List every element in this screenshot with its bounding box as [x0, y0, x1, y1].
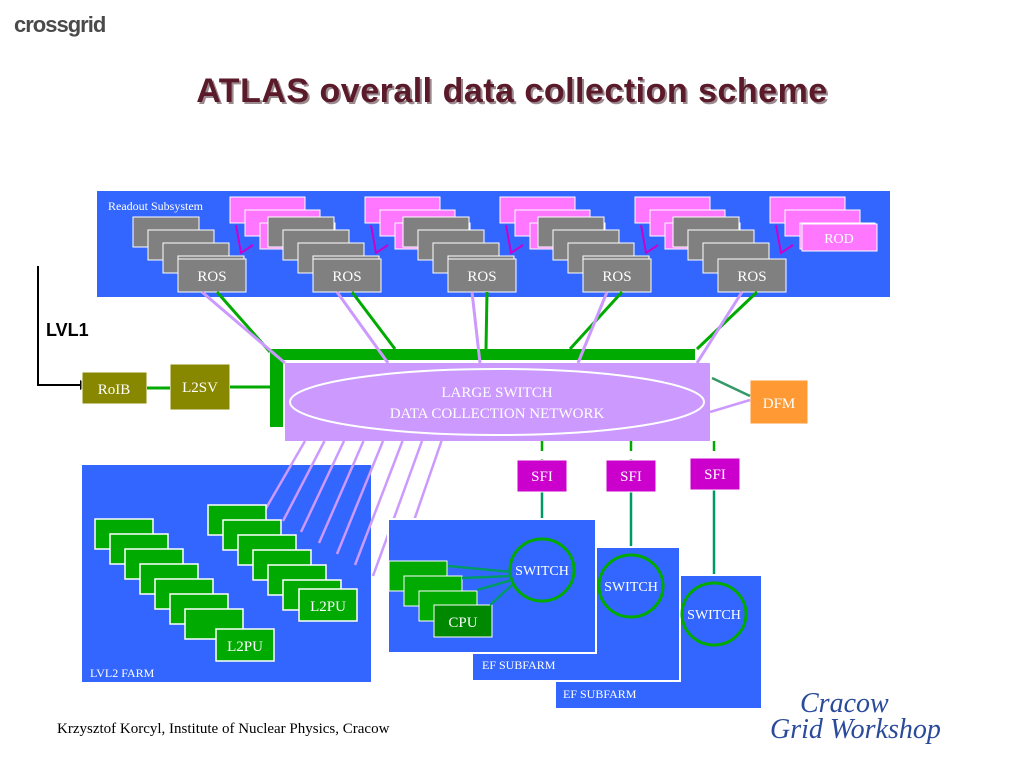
green-bus-top: [270, 349, 695, 360]
sfi-box: [605, 459, 657, 493]
ros-label: ROS: [467, 269, 496, 285]
lvl2-switch-link: [299, 440, 346, 533]
dfm-green-link: [711, 376, 751, 398]
ros-box: [447, 258, 517, 293]
ros-data-link: [350, 291, 397, 350]
l2pu-label: L2PU: [227, 639, 263, 655]
ros-label: ROS: [197, 269, 226, 285]
crossgrid-logo-text: crossgrid: [14, 12, 106, 37]
ef-subfarms: EF SUBFARM EF SUBFARM SWITCH SWITCH SWITCH CP…: [387, 518, 763, 710]
lvl2-nodes: L2PU L2PU: [94, 504, 358, 662]
lvl2-farm-label: LVL2 FARM: [90, 666, 155, 680]
l2sv-box: [169, 363, 231, 411]
cpu-label: CPU: [448, 615, 477, 631]
roib-label: RoIB: [98, 382, 131, 398]
ros-request-link: [576, 291, 609, 364]
ef-subfarm-label: EF SUBFARM: [563, 687, 637, 701]
cpu-switch-link: [447, 564, 513, 574]
data-collection-network-label: DATA COLLECTION NETWORK: [390, 406, 605, 422]
ef-switch-ring: [680, 581, 748, 647]
rod-box: [801, 223, 878, 252]
sfi-box: [689, 457, 741, 491]
rod-arrow: [775, 224, 794, 255]
ef-subfarm-label: EF SUBFARM: [482, 658, 556, 672]
cpu-switch-link: [489, 584, 513, 606]
dfm-label: DFM: [763, 396, 796, 412]
cracow-grid-workshop-logo: Cracow Grid Workshop: [770, 688, 1010, 748]
sfi-box: [516, 459, 568, 493]
cpu-box: [433, 604, 493, 638]
dfm-purple-link: [709, 398, 751, 414]
rod-arrow: [370, 224, 389, 255]
l2pu-box: [298, 588, 358, 622]
ros-request-link: [201, 290, 286, 365]
ef-switch-label: SWITCH: [687, 608, 741, 623]
lvl2-switch-link: [371, 440, 424, 577]
lvl2-switch-link: [281, 440, 326, 522]
sfi-group: SFI SFI SFI: [516, 441, 741, 583]
ros-data-link: [695, 290, 759, 351]
lvl2-switch-link: [353, 440, 404, 566]
cpu-switch-link: [476, 578, 513, 592]
large-switch-label: LARGE SWITCH: [441, 385, 552, 401]
large-switch-ellipse: [289, 368, 705, 436]
roib-box: [81, 371, 148, 405]
workshop-line-1: Cracow: [800, 688, 889, 719]
ros-box: [312, 258, 382, 293]
lvl2-switch-link: [335, 440, 385, 555]
workshop-line-2: Grid Workshop: [770, 714, 941, 745]
ros-request-link: [335, 291, 390, 364]
l2sv-label: L2SV: [182, 380, 218, 396]
rod-arrow: [640, 224, 659, 255]
sfi-label: SFI: [704, 467, 726, 483]
sfi-label: SFI: [620, 469, 642, 485]
rod-label: ROD: [824, 232, 854, 247]
l2pu-label: L2PU: [310, 599, 346, 615]
lvl2-switch-link: [263, 440, 307, 511]
rod-arrow: [505, 224, 524, 255]
ef-switch-label: SWITCH: [515, 564, 569, 579]
lvl1-arrow: [37, 266, 80, 386]
ros-box: [717, 258, 787, 293]
ros-groups: ROS ROS ROS ROS ROS ROD: [132, 196, 878, 293]
ros-label: ROS: [737, 269, 766, 285]
ef-switch-label: SWITCH: [604, 580, 658, 595]
dfm-box: [749, 379, 809, 425]
sfi-label: SFI: [531, 469, 553, 485]
lvl1-label: LVL1: [46, 320, 89, 340]
l2pu-box: [215, 628, 275, 662]
ros-request-link: [470, 291, 482, 364]
cpu-switch-link: [461, 574, 513, 580]
ef-switch-ring: [597, 553, 665, 619]
crossgrid-logo: crossgrid: [14, 12, 138, 40]
footer-credit: Krzysztof Korcyl, Institute of Nuclear P…: [57, 721, 390, 737]
page-title: ATLAS overall data collection scheme: [196, 72, 828, 110]
ros-data-link: [484, 291, 489, 350]
readout-subsystem-label: Readout Subsystem: [108, 199, 204, 213]
ros-box: [177, 258, 247, 293]
ros-box: [582, 258, 652, 293]
green-bus-left: [270, 349, 283, 427]
large-switch-box: [285, 363, 710, 441]
lvl2-switch-link: [317, 440, 365, 544]
ros-label: ROS: [602, 269, 631, 285]
rod-arrow: [235, 224, 254, 255]
ros-links: [201, 290, 759, 365]
ros-request-link: [695, 291, 744, 364]
ef-switch-ring: [508, 537, 576, 603]
ros-label: ROS: [332, 269, 361, 285]
